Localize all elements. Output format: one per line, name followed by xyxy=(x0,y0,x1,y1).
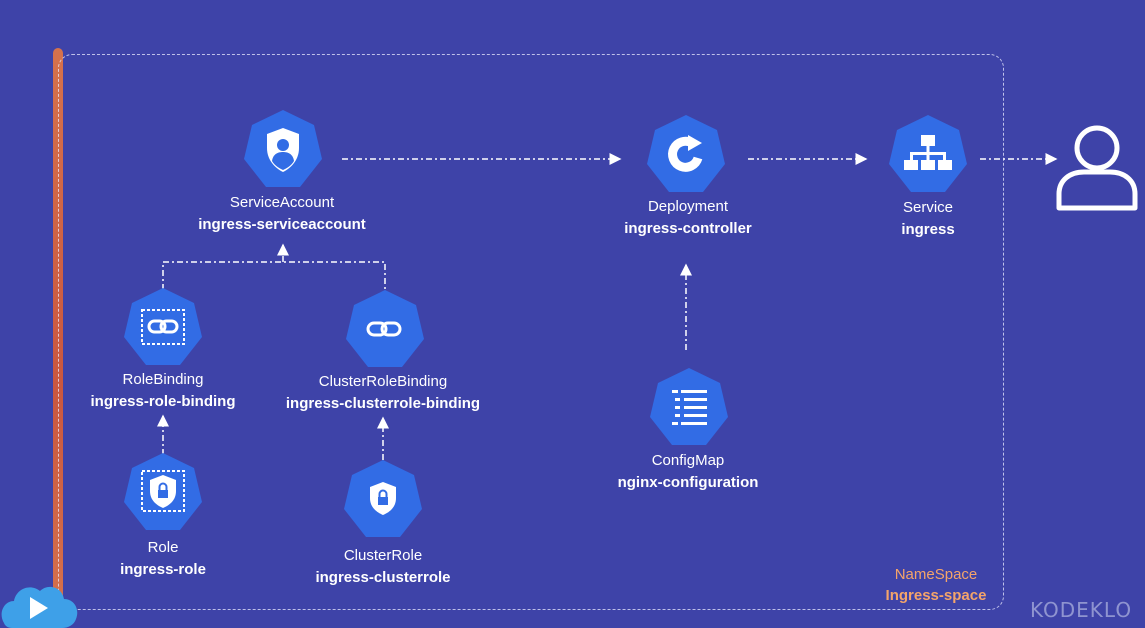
deployment-kind: Deployment xyxy=(647,198,729,215)
cluster-role-binding-name: ingress-clusterrole-binding xyxy=(285,395,481,412)
service-account-name: ingress-serviceaccount xyxy=(198,216,366,233)
role-name: ingress-role xyxy=(120,561,206,578)
service-name: ingress xyxy=(901,221,955,238)
cluster-role-binding-kind: ClusterRoleBinding xyxy=(318,373,448,390)
config-list-icon xyxy=(647,366,731,450)
play-icon[interactable] xyxy=(0,563,80,628)
deployment-name: ingress-controller xyxy=(624,220,752,237)
link-icon xyxy=(121,286,205,370)
network-icon xyxy=(886,113,970,197)
namespace-boundary xyxy=(58,54,1004,610)
config-map-kind: ConfigMap xyxy=(651,452,725,469)
role-binding-name: ingress-role-binding xyxy=(90,393,236,410)
namespace-kind: NameSpace xyxy=(894,566,978,583)
namespace-label: NameSpace Ingress-space xyxy=(868,564,1004,606)
service-account-icon xyxy=(241,108,325,192)
lock-icon xyxy=(341,458,425,542)
role-binding-kind: RoleBinding xyxy=(122,371,204,388)
role-kind: Role xyxy=(147,539,179,556)
user-icon xyxy=(1056,125,1138,211)
cluster-role-name: ingress-clusterrole xyxy=(315,569,451,586)
link-icon xyxy=(343,288,427,372)
service-account-kind: ServiceAccount xyxy=(229,194,335,211)
cluster-role-kind: ClusterRole xyxy=(343,547,423,564)
deployment-icon xyxy=(644,113,728,197)
config-map-name: nginx-configuration xyxy=(617,474,759,491)
brand-watermark: KODEKLO xyxy=(1030,598,1133,622)
lock-icon xyxy=(121,451,205,535)
arrow-bindings-to-serviceaccount xyxy=(162,261,386,290)
service-kind: Service xyxy=(902,199,954,216)
namespace-name: Ingress-space xyxy=(885,587,987,604)
